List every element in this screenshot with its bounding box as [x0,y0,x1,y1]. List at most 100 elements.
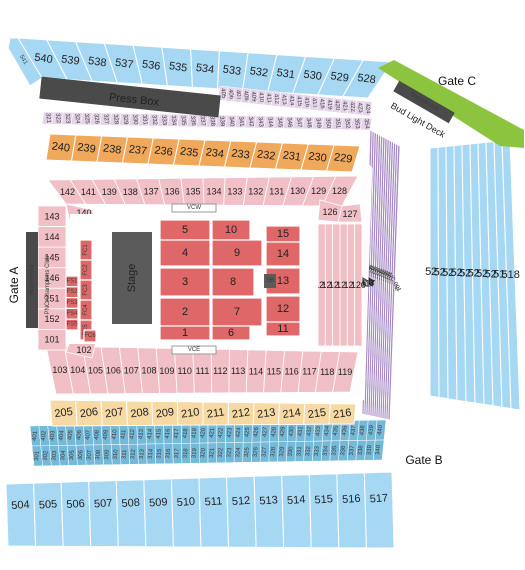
section-label-105: 105 [88,365,103,375]
gate-b-label: Gate B [405,453,442,467]
section-label-131: 131 [269,186,284,196]
suite-label-413: 413 [280,95,287,106]
club-a-label-438: 438 [359,424,366,435]
floor-section-9[interactable] [211,239,263,267]
floor-label-6: 6 [228,327,234,339]
floor-section-8[interactable] [211,267,255,297]
section-127[interactable] [337,203,363,223]
section-row-120[interactable] [354,223,363,347]
section-label-535: 535 [168,60,188,74]
section-512[interactable] [226,475,257,548]
floor-section-1[interactable] [159,325,211,341]
press-seat-label-351: 351 [334,118,341,129]
section-510[interactable] [170,477,202,548]
club-a-label-436: 436 [342,425,349,436]
club-a-label-426: 426 [253,426,260,437]
section-517[interactable] [363,471,395,549]
club-a-label-420: 420 [200,427,207,438]
club-a-label-407: 407 [85,429,92,440]
section-516[interactable] [336,472,367,549]
section-label-137: 137 [144,187,159,197]
section-label-219: 219 [358,278,373,288]
field-seat-FS5[interactable] [65,318,79,331]
section-119[interactable] [332,351,359,393]
section-w-101[interactable] [37,329,67,351]
section-229[interactable] [325,144,361,173]
section-508[interactable] [115,479,147,548]
section-label-511: 511 [204,495,222,508]
club-b-label-332: 332 [305,445,312,456]
floor-section-7[interactable] [211,297,263,327]
section-541[interactable] [7,37,43,87]
section-504[interactable] [5,482,37,547]
section-label-220: 220 [358,277,373,287]
section-513[interactable] [253,474,285,548]
section-216[interactable] [328,403,357,425]
section-511[interactable] [198,476,230,548]
floor-section-6[interactable] [211,325,251,341]
section-514[interactable] [281,474,312,549]
section-row-label-125: 125 [314,280,329,290]
club-b-label-310: 310 [113,449,120,460]
section-label-209: 209 [155,406,175,420]
section-label-233: 233 [231,147,251,161]
section-label-534: 534 [195,62,215,76]
section-label-239: 239 [77,141,97,155]
press-seat-label-349: 349 [314,118,321,129]
floor-label-3: 3 [182,276,188,288]
floor-section-3[interactable] [159,267,211,297]
floor-section-14[interactable] [265,241,301,267]
section-label-529: 529 [330,70,350,84]
section-label-113: 113 [231,366,245,376]
section-528[interactable] [342,59,393,99]
section-509[interactable] [143,478,174,548]
suite-label-410: 410 [257,92,264,103]
club-a-label-405: 405 [67,429,74,440]
floor-section-4[interactable] [159,239,211,267]
section-label-506: 506 [66,498,85,511]
section-label-126: 126 [322,207,337,217]
section-label-238: 238 [102,142,122,156]
section-505[interactable] [33,481,64,547]
press-seat-label-347: 347 [295,117,302,128]
floor-section-2[interactable] [159,297,211,327]
club-b-340[interactable] [373,439,385,461]
section-506[interactable] [60,480,92,547]
club-a-label-429: 429 [280,426,287,437]
field-seat-label-FS2: FS2 [66,289,78,295]
section-217[interactable] [362,166,373,401]
east-club-NC-001[interactable] [387,144,401,421]
section-w-label-144: 144 [44,232,59,242]
section-label-237: 237 [128,143,148,157]
section-label-109: 109 [159,366,174,376]
floor-label-15: 15 [277,228,289,240]
club-a-label-411: 411 [120,429,127,440]
section-label-134: 134 [206,186,221,196]
section-label-510: 510 [176,496,195,509]
club-b-label-302: 302 [43,450,50,461]
press-seat-label-352: 352 [343,118,350,129]
section-label-207: 207 [104,406,124,420]
suite-label-412: 412 [272,94,279,105]
section-label-111: 111 [196,366,210,376]
section-label-119: 119 [338,367,352,377]
press-seat-label-343: 343 [257,117,264,128]
section-507[interactable] [88,480,119,548]
suite-label-423: 423 [356,103,363,114]
section-label-130: 130 [290,186,305,196]
field-box-FC6[interactable] [83,329,97,343]
suite-424[interactable] [362,100,373,117]
section-label-236: 236 [154,144,174,158]
section-label-530: 530 [303,69,323,83]
section-label-102: 102 [76,345,91,355]
section-515[interactable] [308,473,340,549]
floor-label-12: 12 [277,303,289,315]
suite-label-422: 422 [348,102,355,113]
club-b-label-330: 330 [288,446,295,457]
scoreboard-east [393,80,455,124]
section-label-103: 103 [52,365,67,375]
floor-section-11[interactable] [265,321,301,337]
section-label-240: 240 [51,140,71,154]
press-seat-label-325: 325 [83,114,90,125]
